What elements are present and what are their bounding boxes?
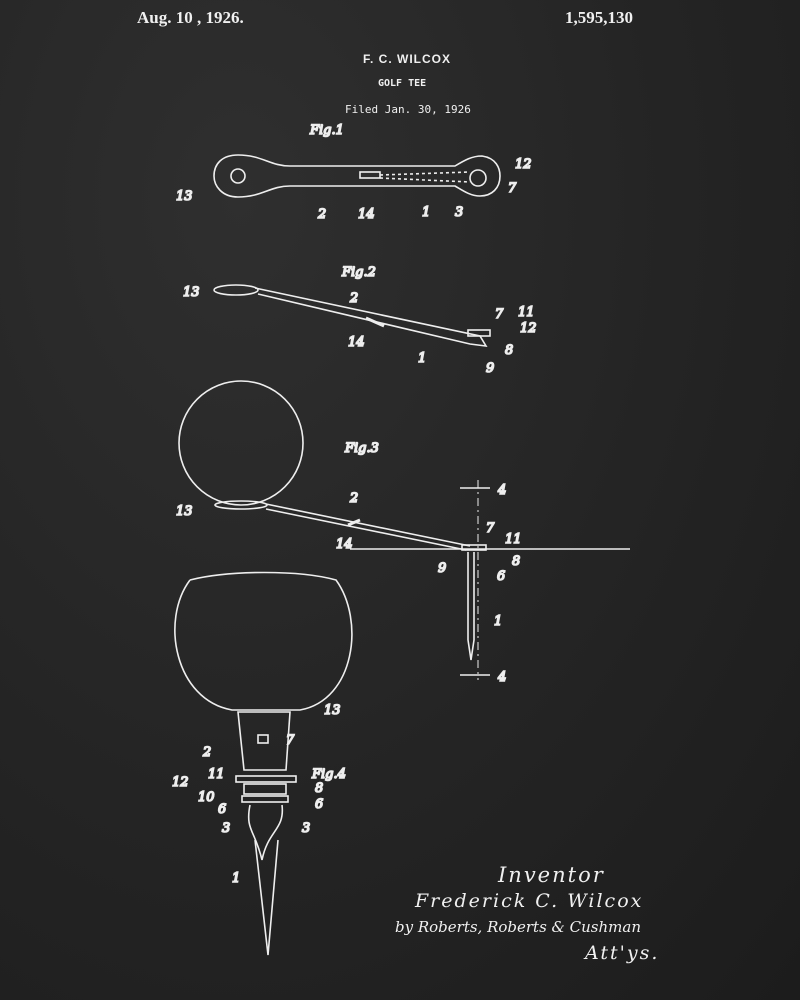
ref-label: 8 [512,554,520,569]
ref-label: 13 [176,504,193,519]
figure-label: Fig.2 [341,265,376,280]
hole [230,168,246,184]
ref-label: 14 [348,335,365,350]
patent-number: 1,595,130 [565,8,633,27]
pivot-rivet [469,169,487,187]
signature-attorneys-label: Att'ys. [585,942,660,964]
ref-label: 10 [198,790,215,805]
ref-label: 11 [505,532,522,547]
golf-ball [178,380,304,506]
ref-label: 13 [176,189,193,204]
figure-label: Fig.3 [344,441,379,456]
ref-label: 9 [438,561,446,576]
tee-stem [237,711,291,771]
ref-label: 3 [302,821,310,836]
ref-label: 9 [486,361,494,376]
tee-lever-outline [213,154,501,198]
ref-label: 1 [494,614,502,629]
ref-label: 14 [336,537,353,552]
ref-label: 1 [232,871,240,886]
ref-label: 12 [515,157,532,172]
ref-label: 4 [497,483,506,498]
ref-label: 6 [497,569,505,584]
tee-spike [254,839,279,956]
ref-label: 11 [518,305,535,320]
ref-label: 6 [218,802,226,817]
ref-label: 7 [495,307,504,322]
ref-label: 2 [349,491,358,506]
ref-label: 13 [183,285,200,300]
ref-label: 7 [508,181,517,196]
patent-title: GOLF TEE [378,78,427,89]
figure-4: Fig.4 13 2 7 11 12 10 8 6 6 3 3 1 [171,571,353,956]
ref-label: 7 [486,521,495,536]
figure-label: Fig.1 [309,123,344,138]
ref-label: 4 [497,670,506,685]
ref-label: 12 [520,321,537,336]
ref-label: 2 [349,291,358,306]
figure-3: Fig.3 13 2 14 7 11 8 9 6 1 4 4 [175,380,630,686]
ref-label: 3 [455,205,463,220]
ref-label: 2 [202,745,211,760]
figure-2: Fig.2 13 2 14 1 7 11 12 8 9 [182,264,537,377]
ref-label: 2 [317,207,326,222]
ref-label: 7 [286,733,295,748]
ref-label: 1 [422,205,430,220]
inventor-name: F. C. WILCOX [363,52,451,66]
patent-date: Aug. 10 , 1926. [137,8,244,27]
ref-label: 12 [172,775,189,790]
ref-label: 3 [222,821,230,836]
ref-label: 13 [324,703,341,718]
slot [359,171,381,179]
ref-label: 8 [315,781,323,796]
filed-date: Filed Jan. 30, 1926 [345,103,471,116]
signature-inventor: Frederick C. Wilcox [415,890,644,912]
figure-1: Fig.1 13 2 14 1 3 12 7 [175,122,532,223]
signature-heading: Inventor [498,863,605,887]
ref-label: 11 [208,767,225,782]
ref-label: 8 [505,343,513,358]
ref-label: 14 [358,207,375,222]
golf-ball [174,571,353,711]
ref-label: 1 [418,351,426,366]
figure-label: Fig.4 [311,767,346,782]
ref-label: 6 [315,797,323,812]
signature-attorneys: by Roberts, Roberts & Cushman [395,918,641,936]
